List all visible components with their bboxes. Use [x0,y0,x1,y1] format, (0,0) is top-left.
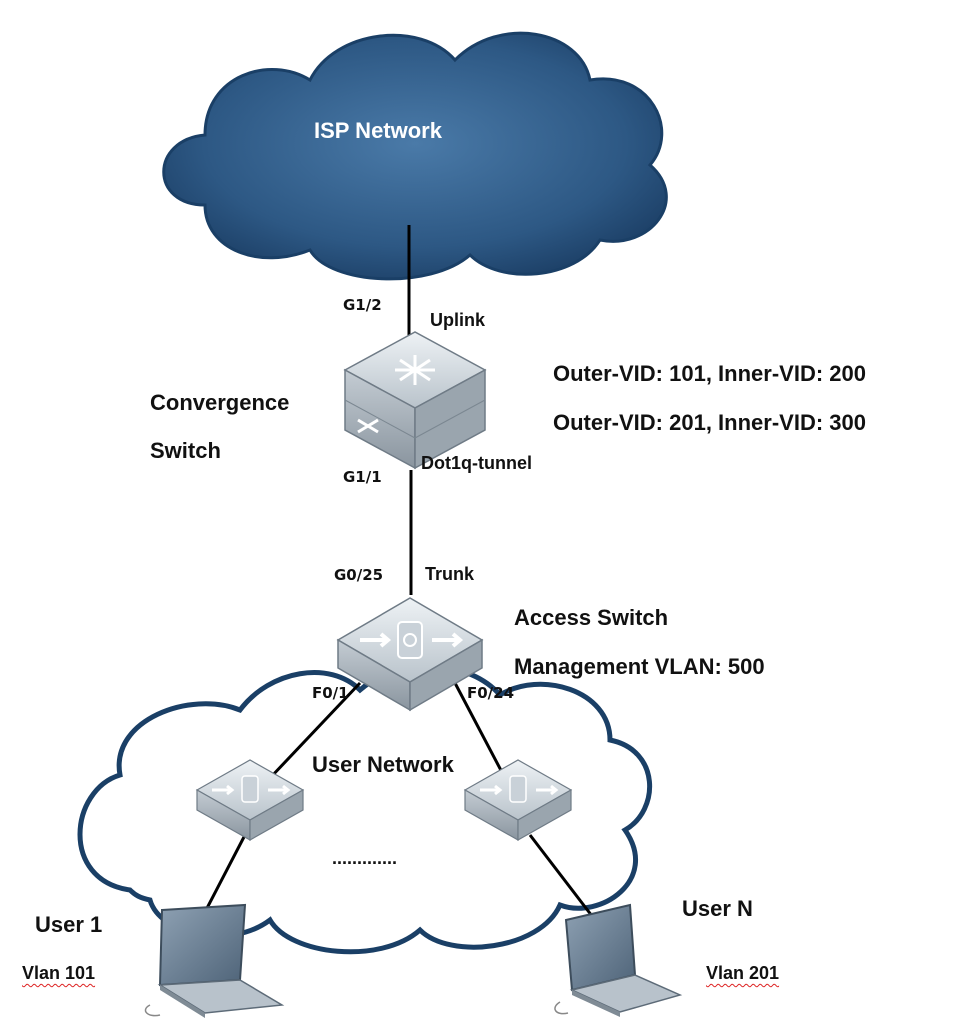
left-switch-user1-link [203,834,247,913]
uplink-label: Uplink [430,310,486,330]
links [203,225,594,917]
access-right-link [453,682,507,779]
dot1q-tunnel-label: Dot1q-tunnel [421,453,532,473]
right-edge-switch-icon [463,759,573,842]
left-edge-switch-icon [195,759,305,842]
laptop-user1-icon [144,903,285,1018]
usern-label: User N [682,896,753,921]
convergence-uplink-port-label: G1/2 [343,296,382,314]
user-network-ellipsis: ............. [332,848,398,868]
access-uplink-port-label: G0/25 [334,566,384,584]
access-left-link [268,681,362,780]
access-port-left-label: F0/1 [312,684,349,702]
convergence-switch-label-line2: Switch [150,438,221,463]
convergence-switch-label-line1: Convergence [150,390,290,415]
usern-vlan-label: Vlan 201 [706,963,780,983]
laptop-usern-icon [554,903,683,1017]
right-switch-usern-link [528,834,594,917]
access-switch-label: Access Switch [514,605,669,630]
access-port-right-label: F0/24 [467,684,515,702]
convergence-downlink-port-label: G1/1 [343,468,382,486]
user1-vlan-label: Vlan 101 [22,963,96,983]
management-vlan-label: Management VLAN: 500 [514,654,765,679]
vid-mapping-1: Outer-VID: 101, Inner-VID: 200 [553,361,866,386]
trunk-label: Trunk [425,564,475,584]
user1-label: User 1 [35,912,103,937]
user-network-label: User Network [312,752,454,777]
access-switch-icon [336,597,484,712]
isp-network-label: ISP Network [314,118,442,143]
convergence-switch-icon [343,331,487,470]
isp-cloud [162,31,668,281]
vid-mapping-2: Outer-VID: 201, Inner-VID: 300 [553,410,866,435]
